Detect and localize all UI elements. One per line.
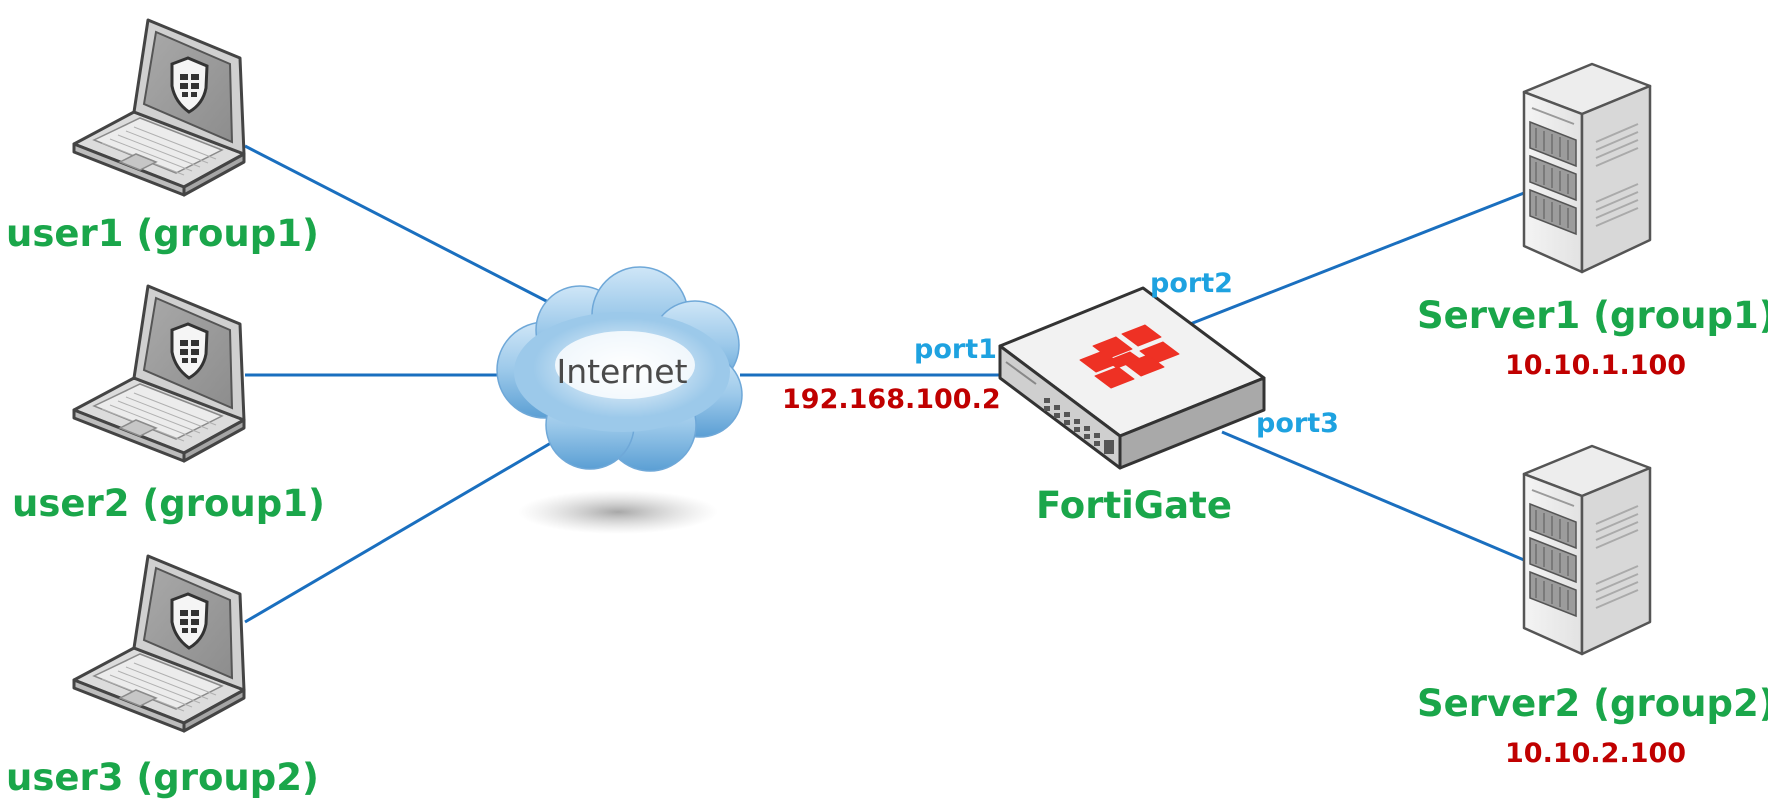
port3-label: port3 <box>1256 408 1339 439</box>
link-port2-server1 <box>1179 191 1525 330</box>
server-tower-icon <box>1522 62 1652 274</box>
server2-label: Server2 (group2) <box>1417 682 1768 725</box>
link-lines <box>244 144 1525 624</box>
user3-label: user3 (group2) <box>6 756 319 799</box>
laptop-shield-icon <box>72 554 246 733</box>
user2-label: user2 (group1) <box>12 482 325 525</box>
port1-ip-label: 192.168.100.2 <box>782 384 1001 415</box>
laptop-shield-icon <box>72 18 246 197</box>
laptop-shield-icon <box>72 284 246 463</box>
port1-label: port1 <box>914 334 997 365</box>
port2-label: port2 <box>1150 268 1233 299</box>
server1-label: Server1 (group1) <box>1417 294 1768 337</box>
fortigate-appliance-icon <box>998 286 1266 470</box>
link-user1-internet <box>244 144 557 308</box>
fortigate-label: FortiGate <box>1036 484 1232 527</box>
server-tower-icon <box>1522 444 1652 656</box>
internet-label: Internet <box>556 352 687 391</box>
server2-ip-label: 10.10.2.100 <box>1505 738 1687 769</box>
link-port3-server2 <box>1221 430 1525 562</box>
link-user3-internet <box>244 438 557 624</box>
cloud-icon <box>496 266 743 534</box>
server1-ip-label: 10.10.1.100 <box>1505 350 1687 381</box>
user1-label: user1 (group1) <box>6 212 319 255</box>
